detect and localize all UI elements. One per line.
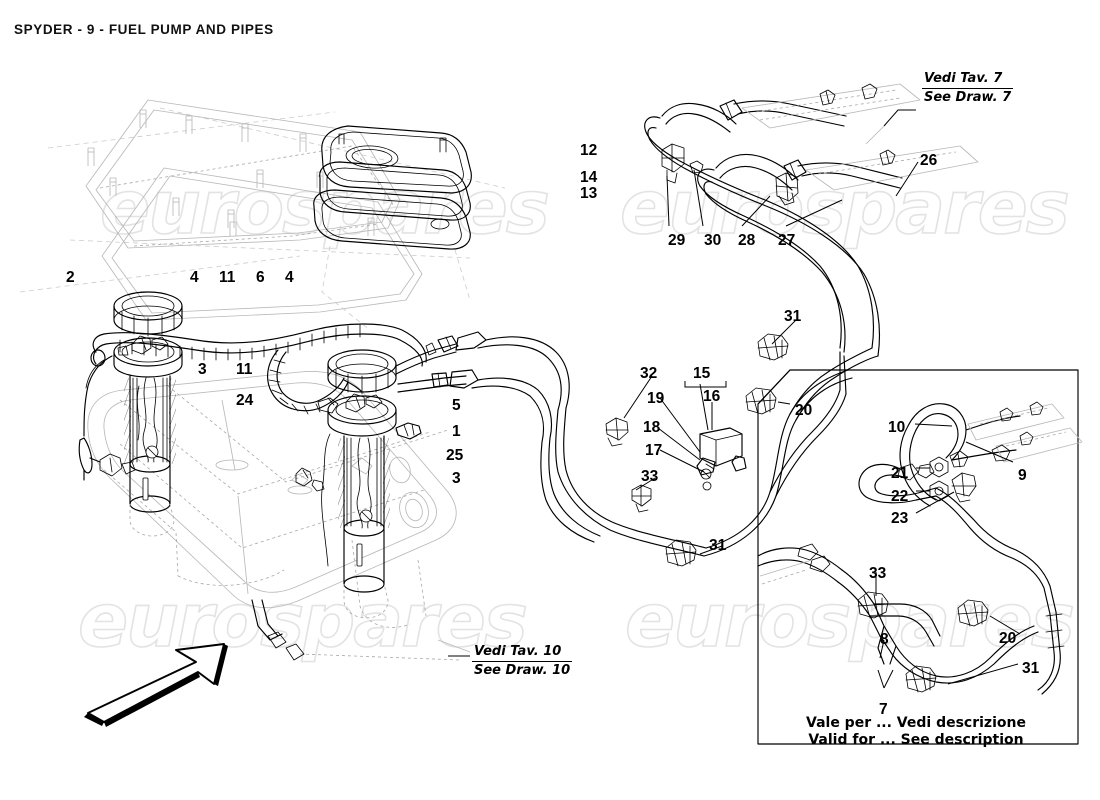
callout-number-2: 2 [66, 269, 75, 286]
callout-number-28: 28 [738, 232, 756, 249]
callout-number-8: 8 [880, 631, 889, 648]
callout-number-24: 24 [236, 392, 254, 409]
callout-number-30: 30 [704, 232, 722, 249]
tank-cover-assembly [313, 125, 472, 331]
fuel-filter-body [696, 427, 747, 491]
callout-number-17: 17 [645, 442, 663, 459]
clamp-31-upper [757, 333, 789, 361]
callout-number-20: 20 [795, 402, 813, 419]
reference-draw-7-italian: Vedi Tav. 7 [922, 71, 1014, 90]
see-draw-10-pointer [437, 639, 471, 657]
clamp-20-inset [957, 599, 989, 627]
clamp-23-shape [951, 472, 977, 503]
callout-number-14: 14 [580, 169, 598, 186]
direction-arrow [84, 643, 228, 727]
fuel-tank-body [87, 371, 461, 661]
callout-number-27: 27 [778, 232, 796, 249]
page-title: SPYDER - 9 - FUEL PUMP AND PIPES [14, 22, 274, 37]
clamp-31-inset [905, 665, 937, 693]
callout-number-11: 11 [236, 361, 253, 378]
inset-pipes-art [757, 401, 1083, 695]
callout-number-33: 33 [869, 565, 887, 582]
callout-number-13: 13 [580, 185, 598, 202]
callout-number-12: 12 [580, 142, 598, 159]
nut-22-shape [929, 480, 949, 502]
reference-draw-7: Vedi Tav. 7 See Draw. 7 [922, 71, 1014, 107]
callout-number-9: 9 [1018, 467, 1027, 484]
callout-number-25: 25 [446, 447, 464, 464]
callout-number-11: 11 [219, 269, 236, 286]
callout-number-31: 31 [1022, 660, 1040, 677]
clamp-31-lower [665, 539, 697, 567]
callout-number-31: 31 [709, 537, 727, 554]
clamp-27-shape [775, 172, 799, 206]
callout-number-18: 18 [643, 419, 661, 436]
callout-number-32: 32 [640, 365, 658, 382]
callout-number-33: 33 [641, 468, 659, 485]
callout-number-26: 26 [920, 152, 938, 169]
callout-number-20: 20 [999, 630, 1017, 647]
callout-number-5: 5 [452, 397, 461, 414]
callout-number-16: 16 [703, 388, 721, 405]
callout-number-19: 19 [647, 390, 665, 407]
tank-gasket-seal [19, 99, 506, 321]
centre-fuel-pipes [540, 319, 879, 567]
callout-number-31: 31 [784, 308, 802, 325]
callout-number-6: 6 [256, 269, 265, 286]
inset-box [757, 369, 1079, 745]
upper-fuel-pipes [644, 83, 979, 357]
fuel-pump-right [321, 349, 422, 619]
pump-interconnect-hoses [90, 323, 570, 443]
fitting-33-shape [631, 484, 652, 513]
fuel-pump-left [78, 291, 183, 537]
clamp-33-inset [857, 591, 889, 619]
callout-number-23: 23 [891, 510, 909, 527]
reference-draw-10-italian: Vedi Tav. 10 [472, 644, 573, 663]
callout-number-22: 22 [891, 488, 909, 505]
reference-draw-10-english: See Draw. 10 [474, 663, 571, 679]
reference-draw-7-english: See Draw. 7 [924, 90, 1012, 106]
nut-21-shape [929, 456, 949, 478]
reference-draw-10: Vedi Tav. 10 See Draw. 10 [472, 644, 573, 680]
inset-note-italian: Vale per ... Vedi descrizione [806, 715, 1026, 731]
callout-number-21: 21 [891, 465, 909, 482]
callout-number-29: 29 [668, 232, 686, 249]
callout-number-4: 4 [285, 269, 294, 286]
callout-number-3: 3 [452, 470, 461, 487]
callout-number-15: 15 [693, 365, 711, 382]
callout-number-3: 3 [198, 361, 207, 378]
callout-number-10: 10 [888, 419, 906, 436]
callout-number-4: 4 [190, 269, 199, 286]
bracket-29-shape [661, 143, 685, 184]
inset-note-english: Valid for ... See description [808, 731, 1024, 748]
callout-number-7: 7 [879, 701, 888, 718]
fitting-32-shape [605, 417, 629, 447]
callout-number-1: 1 [452, 423, 461, 440]
inset-validity-note: Vale per ... Vedi descrizione Valid for … [806, 715, 1026, 749]
